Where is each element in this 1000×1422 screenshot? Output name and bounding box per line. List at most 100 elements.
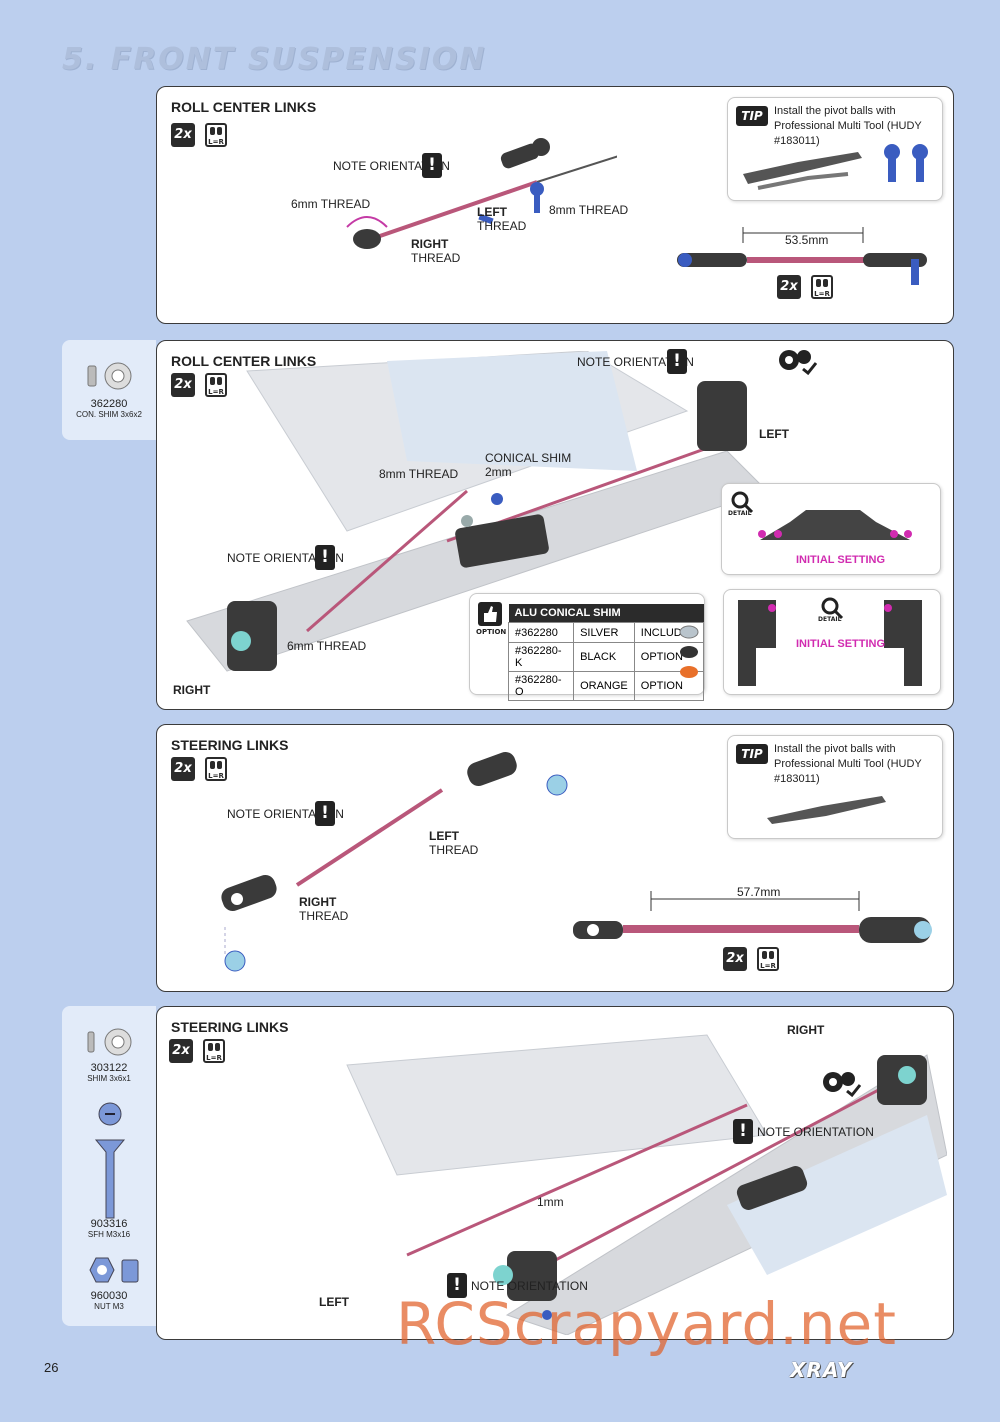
- multi-tool-icon: [743, 152, 862, 190]
- magnifier-icon: [731, 491, 754, 514]
- detail-tag-2: DETAIL: [818, 616, 842, 623]
- c-hub-left-icon: [738, 600, 776, 686]
- warning-icon: !: [315, 801, 335, 826]
- pivot-ball-icon: [530, 182, 544, 213]
- chassis-steering-diagram: [346, 1034, 947, 1335]
- detail-box-2: DETAIL INITIAL SETTING: [723, 589, 941, 695]
- part-960030: 960030 NUT M3: [90, 1290, 128, 1311]
- quantity-badge-2: 2x: [723, 947, 747, 971]
- left-equals-right-icon: L=R: [205, 373, 227, 397]
- multi-tool-icon: [767, 796, 886, 824]
- parts-sidebar-2: 303122 SHIM 3x6x1 903316 SFH M3x16 96003…: [62, 1006, 156, 1326]
- steering-link-exploded-diagram: [221, 751, 568, 972]
- left-label: LEFT: [319, 1295, 349, 1309]
- roll-center-link-exploded-diagram: [346, 155, 617, 249]
- watermark: RCScrapyard.net: [396, 1290, 897, 1358]
- tip-text: Install the pivot balls with Professiona…: [774, 105, 922, 147]
- right-label: RIGHT: [787, 1023, 825, 1037]
- roll-center-block-icon: [758, 510, 912, 540]
- right-label: RIGHT: [173, 683, 211, 697]
- link-length-label: 53.5mm: [785, 233, 829, 247]
- left-label: LEFT: [759, 427, 789, 441]
- warning-icon-2: !: [447, 1273, 467, 1298]
- warning-icon: !: [422, 153, 442, 178]
- panel-steering-links-install: STEERING LINKS 2x L=R RIGHT ! NOTE ORIEN…: [156, 1006, 954, 1340]
- pivot-balls-icon: [884, 144, 928, 182]
- link-length-label: 57.7mm: [737, 885, 781, 899]
- detail-box-1: DETAIL INITIAL SETTING: [721, 483, 941, 575]
- panel-steering-links-assembly: STEERING LINKS 2x L=R NOTE ORIENTATION !…: [156, 724, 954, 992]
- gear-check-icon: [823, 1072, 861, 1097]
- c-hub-right-icon: [884, 600, 922, 686]
- initial-setting-label-2: INITIAL SETTING: [796, 638, 886, 650]
- part-903316: 903316 SFH M3x16: [87, 1218, 131, 1239]
- note-orientation-bottom-label: NOTE ORIENTATION: [471, 1279, 588, 1293]
- tip-box: TIP Install the pivot balls with Profess…: [727, 97, 943, 201]
- quantity-badge-2: 2x: [777, 275, 801, 299]
- note-orientation-left-label: NOTE ORIENTATION: [227, 551, 344, 565]
- chassis-roll-center-diagram: [186, 351, 768, 672]
- assembled-steering-link-diagram: [573, 891, 932, 943]
- left-equals-right-icon: L=R: [205, 757, 227, 781]
- brand-logo: XRAY: [790, 1358, 853, 1382]
- shim-icon: [87, 1028, 132, 1056]
- rod-end-icon: [500, 138, 550, 169]
- tip-tag: TIP: [736, 744, 768, 764]
- left-equals-right-icon: L=R: [205, 123, 227, 147]
- shim-icon: [87, 362, 132, 390]
- quantity-badge: 2x: [169, 1039, 193, 1063]
- panel-title: ROLL CENTER LINKS: [171, 99, 317, 115]
- quantity-badge: 2x: [171, 373, 195, 397]
- section-title: 5. FRONT SUSPENSION: [62, 42, 487, 77]
- left-equals-right-icon-2: L=R: [811, 275, 833, 299]
- parts-sidebar-1: 362280 CON. SHIM 3x6x2: [62, 340, 156, 440]
- tip-box: TIP Install the pivot balls with Profess…: [727, 735, 943, 839]
- magnifier-icon-2: [821, 597, 844, 620]
- warning-icon: !: [667, 349, 687, 374]
- part-303122: 303122 SHIM 3x6x1: [87, 1062, 131, 1083]
- assembled-link-diagram: [677, 227, 927, 285]
- thumbs-up-icon: [478, 602, 502, 626]
- gap-1mm-label: 1mm: [537, 1195, 564, 1209]
- nut-icon: [89, 1257, 139, 1283]
- thread-6mm-label: 6mm THREAD: [287, 639, 367, 653]
- page-number: 26: [44, 1360, 59, 1375]
- warning-icon-2: !: [315, 545, 335, 570]
- shim-swatches-icon: [679, 625, 699, 678]
- initial-setting-label: INITIAL SETTING: [796, 554, 886, 566]
- panel-title: STEERING LINKS: [171, 1019, 289, 1035]
- thread-8mm-label: 8mm THREAD: [549, 203, 629, 217]
- left-equals-right-icon: L=R: [203, 1039, 225, 1063]
- tip-text: Install the pivot balls with Professiona…: [774, 743, 922, 785]
- note-orientation-right-label: NOTE ORIENTATION: [757, 1125, 874, 1139]
- detail-tag: DETAIL: [728, 510, 752, 517]
- quantity-badge: 2x: [171, 123, 195, 147]
- note-orientation-top-label: NOTE ORIENTATION: [577, 355, 694, 369]
- panel-roll-center-links-assembly: ROLL CENTER LINKS 2x L=R NOTE ORIENTATIO…: [156, 86, 954, 324]
- screw-icon: [94, 1102, 126, 1219]
- thread-6mm-label: 6mm THREAD: [291, 197, 371, 211]
- thread-8mm-label: 8mm THREAD: [379, 467, 459, 481]
- option-table-header: ALU CONICAL SHIM: [508, 604, 704, 623]
- tip-tag: TIP: [736, 106, 768, 126]
- panel-title: ROLL CENTER LINKS: [171, 353, 317, 369]
- panel-title: STEERING LINKS: [171, 737, 289, 753]
- quantity-badge: 2x: [171, 757, 195, 781]
- note-orientation-label: NOTE ORIENTATION: [333, 159, 450, 173]
- warning-icon: !: [733, 1119, 753, 1144]
- gear-check-icon: [779, 350, 817, 375]
- option-tag: OPTION: [476, 628, 507, 636]
- part-362280: 362280 CON. SHIM 3x6x2: [76, 398, 142, 419]
- panel-roll-center-links-install: ROLL CENTER LINKS 2x L=R NOTE ORIENTATIO…: [156, 340, 954, 710]
- left-equals-right-icon-2: L=R: [757, 947, 779, 971]
